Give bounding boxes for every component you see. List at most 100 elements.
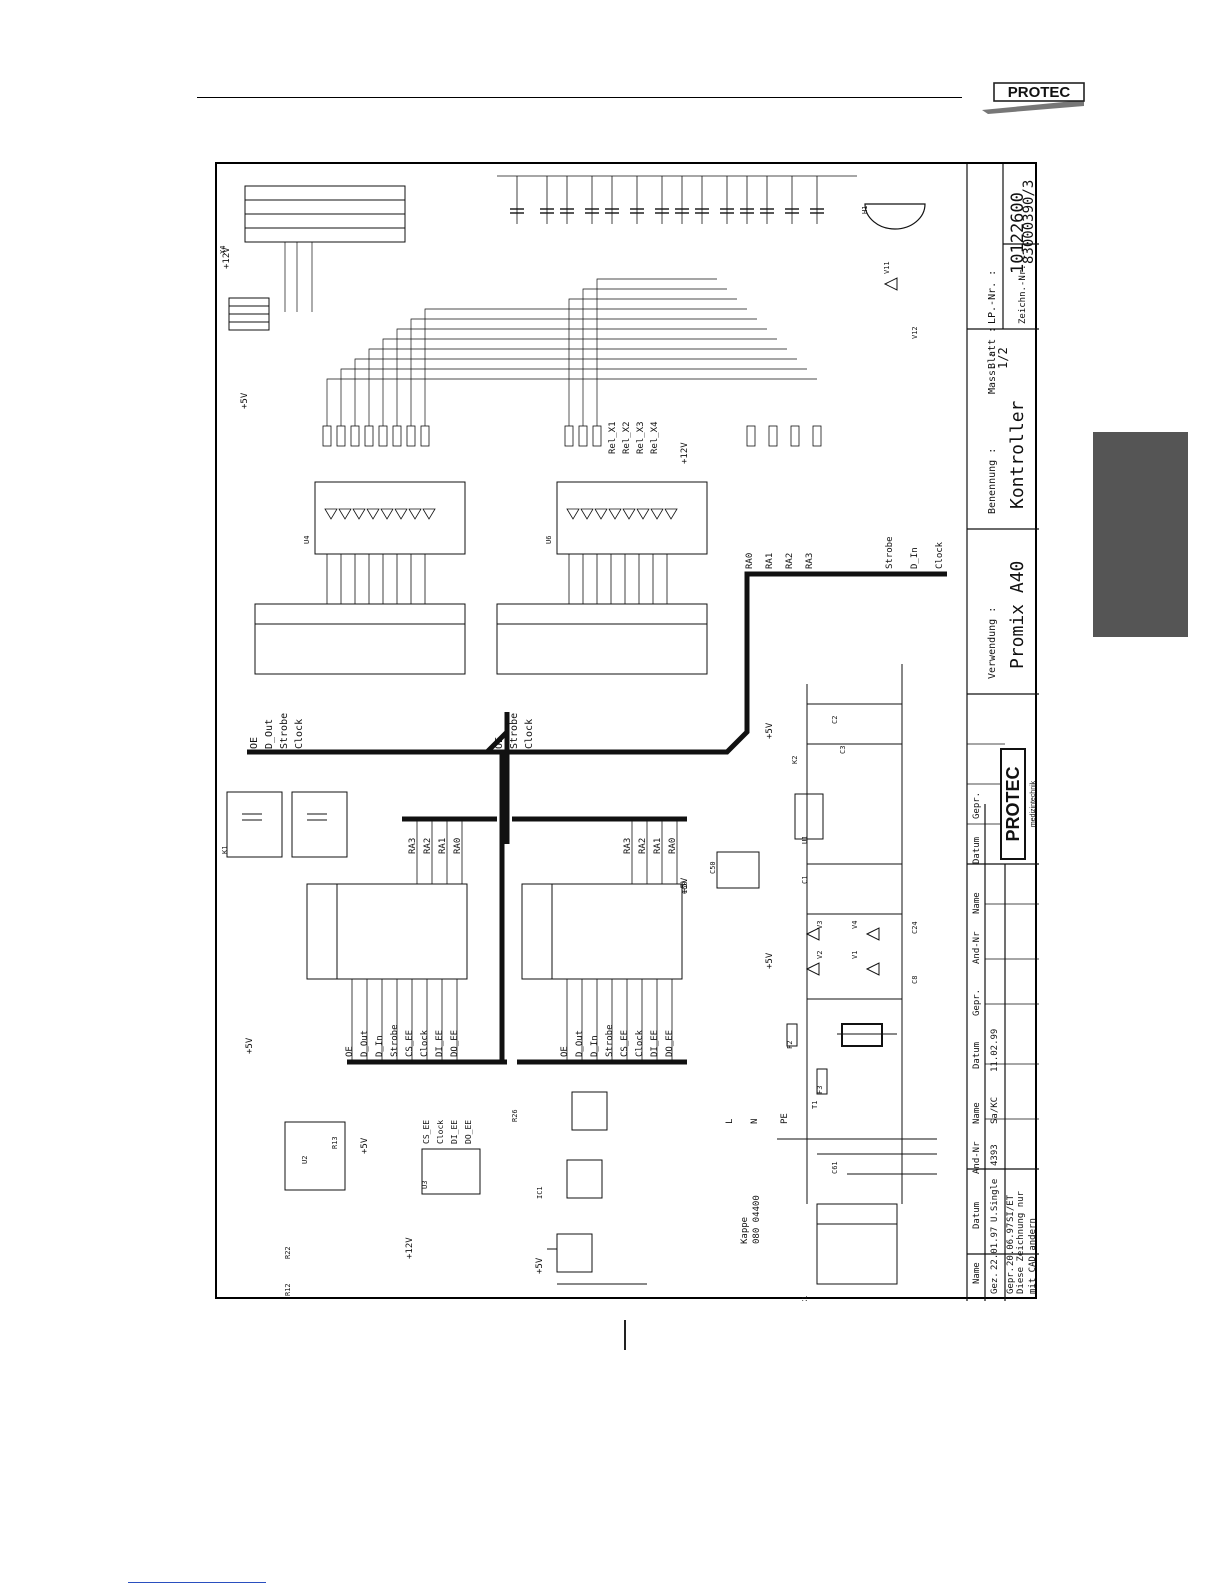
driver-1 [314,481,466,555]
mass-label: Mass. : [987,352,998,394]
supply-5: +12V [680,442,690,464]
schematic-drawing: Name Datum And-Nr Name Datum Gepr. And-N… [219,164,1039,1301]
uc2-sig-6: DI_EE [650,1030,660,1057]
uc2-sig-3: Strobe [605,1024,615,1057]
uc1-port-0: RA3 [408,838,418,854]
supply-6: +5V [680,877,690,894]
supply-7: +5V [765,722,775,739]
supply-0: +12V [222,247,232,269]
rev-header-datum3: Datum [972,837,982,864]
shift-register-2 [496,603,708,675]
rev-note-1: Diese Zeichnung nur [1016,1190,1026,1294]
rev-row2-label: Gepr. [1006,1267,1016,1294]
bus-out-0: RA0 [745,553,755,569]
verwendung-label: Verwendung : [987,607,998,679]
part-21: K1 [221,846,229,854]
rev-header-and: And-Nr [972,1141,982,1174]
lp-value: 10122600 [1008,192,1028,274]
lp-label: LP.-Nr. : [987,270,998,324]
bus-mid-0: OE [494,737,505,749]
part-5: U2 [301,1156,309,1164]
rev-row1-date2: 11.02.99 [990,1029,1000,1072]
footer-link-line [128,1582,266,1583]
zeichn-label: Zeichn.-Nr. : [1018,254,1028,324]
protec-logo-text: PROTEC [1008,84,1071,101]
benennung-value: Kontroller [1007,400,1028,509]
part-13: F2 [786,1041,794,1049]
part-1: U4 [303,536,311,544]
bus-io-0: Strobe [885,536,895,569]
uc2-sig-0: OE [560,1046,570,1057]
protec-logo: PROTEC [978,80,1088,114]
protec-title-logo: PROTEC medizintechnik [1000,748,1037,860]
uc2-sig-7: DO_EE [665,1030,675,1057]
part-7: X1 [801,1296,809,1301]
uc1-sig-4: CS_EE [405,1030,415,1057]
blatt-label: Blatt : [987,327,998,369]
driver-2 [556,481,708,555]
rev-row1-name: U.Single [990,1179,1000,1222]
uc1-port-2: RA1 [438,838,448,854]
zeichn-value: 83000390/3 [1021,180,1037,264]
bus-mid-2: Clock [524,719,535,749]
rev-note-2: mit CAD andern [1028,1218,1038,1294]
supply-9: +5V [535,1257,545,1274]
part-2: U6 [545,536,553,544]
relay-out-0: Rel_X1 [608,421,618,454]
rev-header-gepr: Gepr. [972,989,982,1016]
part-28: C24 [911,921,919,934]
uc1-sig-1: D_Out [360,1030,370,1057]
part-20: V12 [911,326,919,339]
supply-2: +5V [245,1037,255,1054]
schematic-sheet: Name Datum And-Nr Name Datum Gepr. And-N… [215,162,1039,1301]
bus-left-0: OE [249,737,260,749]
microcontroller-2 [521,883,683,980]
part-27: C8 [911,976,919,984]
part-25: C2 [831,716,839,724]
rev-header-datum: Datum [972,1202,982,1229]
uc2-sig-5: Clock [635,1029,645,1057]
power-section [716,664,937,1285]
header-rule [197,97,962,98]
benennung-label: Benennung : [987,448,998,514]
bus-io-2: Clock [935,541,945,569]
crystal-blocks [226,791,348,858]
part-29: C50 [709,861,717,874]
cap-note-2: 080 04400 [752,1195,762,1244]
protec-title-logo-text: PROTEC [1003,766,1023,841]
part-23: H1 [861,206,869,214]
rev-header-and2: And-Nr [972,931,982,964]
supply-4: +12V [405,1237,415,1259]
supply-8: +5V [765,952,775,969]
uc2-sig-1: D_Out [575,1030,585,1057]
rev-row1-label: Gez. [990,1272,1000,1294]
uc2-port-1: RA2 [638,838,648,854]
eeprom-ic [421,1148,481,1195]
part-18: V4 [851,921,859,929]
shift-register-1 [254,603,466,675]
page-marker [624,1320,626,1350]
supply-3: +5V [360,1137,370,1154]
side-tab [1093,432,1188,637]
part-16: V2 [816,951,824,959]
bus-out-2: RA2 [785,553,795,569]
part-8: R12 [284,1283,292,1296]
bus-lines [247,571,947,1065]
bus-left-3: Clock [294,719,305,749]
reset-ic [284,1121,346,1191]
bus-io-1: D_In [910,547,920,569]
rev-row1-name2: Sa/KC [990,1097,1000,1124]
part-9: R22 [284,1246,292,1259]
rev-row1-and: 4393 [990,1144,1000,1166]
blatt-value: 1/2 [996,347,1010,369]
uc1-sig-5: Clock [420,1029,430,1057]
uc1-port-1: RA2 [423,838,433,854]
part-4: U1 [801,836,809,844]
eeprom-sig-3: DO_EE [464,1120,473,1144]
part-30: C60 [681,881,689,894]
uc2-port-3: RA0 [668,838,678,854]
supply-1: +5V [240,392,250,409]
part-15: V1 [851,951,859,959]
part-22: K2 [791,756,799,764]
relay-h1 [864,203,926,230]
